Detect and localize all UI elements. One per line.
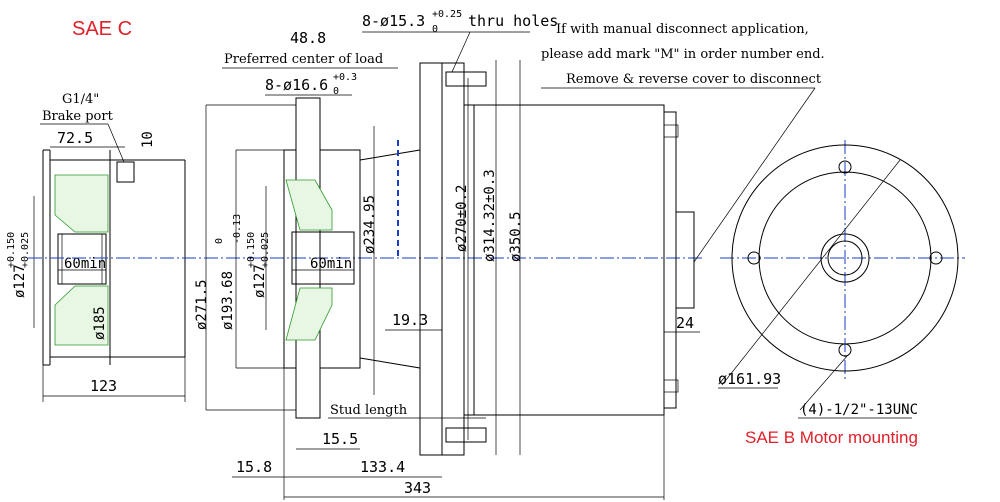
manual-disconnect-note: If with manual disconnect application, p… [541,22,825,89]
holes-16-6-note: 8-ø16.6 +0.3 0 [265,72,357,97]
preferred-center-note: Preferred center of load [224,52,383,67]
dim-185: ø185 [92,306,108,340]
dim-350-5: ø350.5 [508,211,524,262]
dim-72-5: 72.5 [57,129,93,147]
brake-port-label: Brake port [42,109,114,124]
dim-193-68: ø193.68 0 -0.13 [214,214,243,330]
svg-text:+0.025: +0.025 [20,232,31,268]
svg-text:+0.3: +0.3 [333,72,357,83]
title-sae-c: SAE C [72,18,132,40]
dim-123: 123 [90,377,117,395]
dim-15-8: 15.8 [236,458,272,476]
dim-19-3: 19.3 [392,311,428,329]
dim-127-mid: ø127 +0.150 +0.025 [246,232,271,298]
dim-133-4: 133.4 [360,458,405,476]
dim-270: ø270±0.2 [454,185,470,252]
dim-15-5: 15.5 [322,430,358,448]
svg-text:-0.13: -0.13 [232,214,243,244]
svg-text:ø127: ø127 [252,264,268,298]
manual-note-line3: Remove & reverse cover to disconnect [566,72,822,87]
manual-note-line2: please add mark "M" in order number end. [541,47,825,62]
side-view [283,62,695,456]
left-view [42,149,186,366]
svg-text:+0.150: +0.150 [6,232,17,268]
dim-234-95: ø234.95 [362,195,378,254]
svg-text:+0.150: +0.150 [246,232,257,268]
title-sae-b-motor-mounting: SAE B Motor mounting [745,428,918,447]
thru-holes-note: 8-ø15.3 +0.25 0 thru holes [362,9,558,35]
manual-note-line1: If with manual disconnect application, [556,22,809,37]
svg-text:ø193.68: ø193.68 [220,271,236,330]
svg-text:8-ø16.6: 8-ø16.6 [265,76,328,94]
brake-port-size: G1/4" [62,92,99,107]
dim-343: 343 [404,479,431,497]
svg-text:+0.25: +0.25 [432,9,462,20]
dim-60min-mid: 60min [310,256,352,272]
svg-text:+0.025: +0.025 [260,232,271,268]
svg-text:0: 0 [432,24,438,35]
svg-text:0: 0 [333,86,339,97]
unc-thread-note: (4)-1/2"-13UNC [800,402,918,418]
svg-text:thru holes: thru holes [468,12,558,30]
dim-10: 10 [140,131,156,148]
dim-24: 24 [676,314,694,332]
dim-60min-left: 60min [64,256,106,272]
dim-314-32: ø314.32±0.3 [482,169,498,262]
end-view [731,144,959,372]
svg-text:ø127: ø127 [12,264,28,298]
dim-271-5: ø271.5 [194,279,210,330]
stud-length-note: Stud length [330,403,408,418]
dim-161-93: ø161.93 [718,370,781,388]
svg-text:0: 0 [214,238,225,244]
dim-127-left: ø127 +0.150 +0.025 [6,196,35,328]
svg-text:8-ø15.3: 8-ø15.3 [362,12,425,30]
dim-48-8: 48.8 [290,29,326,47]
